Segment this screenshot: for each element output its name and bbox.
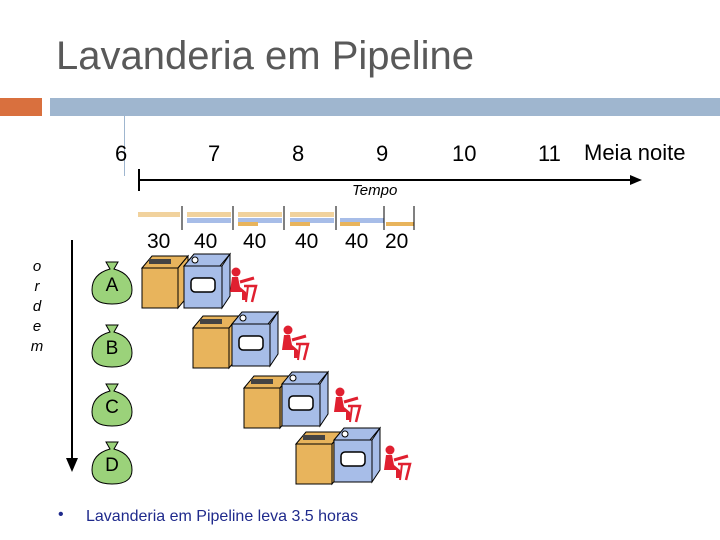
accent-divider [124, 116, 125, 176]
dryer-icon [231, 311, 279, 367]
duration-label: 40 [243, 230, 267, 253]
load-label: B [106, 338, 119, 359]
load-row-b: B [91, 311, 310, 369]
hour-label: 10 [452, 141, 477, 166]
folder-person-icon [332, 386, 362, 424]
folder-person-icon [280, 324, 310, 362]
hour-label: 9 [376, 141, 389, 166]
midnight-label: Meia noite [584, 140, 686, 165]
hour-label: 8 [292, 141, 305, 166]
footer-bullet: • [58, 506, 64, 523]
folder-person-icon [228, 266, 258, 304]
order-letter: d [32, 298, 42, 315]
time-axis [138, 169, 642, 191]
load-row-a: A [91, 253, 258, 309]
load-label: D [105, 455, 119, 476]
order-letter: r [34, 278, 40, 295]
order-letter: o [32, 258, 42, 275]
time-axis-label: Tempo [352, 182, 398, 199]
load-label: C [105, 397, 119, 418]
order-letter: e [32, 318, 42, 335]
folder-person-icon [382, 444, 412, 482]
duration-label: 30 [147, 230, 171, 253]
dryer-icon [183, 253, 231, 309]
hour-label: 7 [208, 141, 221, 166]
order-axis [66, 240, 78, 472]
washer-icon [141, 255, 189, 309]
hour-label: 6 [115, 141, 128, 166]
dryer-icon [333, 427, 381, 483]
hour-label: 11 [538, 141, 561, 166]
duration-label: 40 [194, 230, 218, 253]
accent-bar [50, 98, 720, 116]
load-label: A [106, 275, 119, 296]
dryer-icon [281, 371, 329, 427]
footer-text: Lavanderia em Pipeline leva 3.5 horas [86, 508, 359, 525]
duration-label: 40 [295, 230, 319, 253]
load-row-c: C [91, 371, 362, 429]
accent-block [0, 98, 42, 116]
duration-label: 20 [385, 230, 409, 253]
duration-label: 40 [345, 230, 369, 253]
order-letter: m [30, 338, 44, 355]
timeline-bars [138, 206, 415, 230]
load-row-d: D [91, 427, 412, 485]
slide-title: Lavanderia em Pipeline [56, 34, 475, 78]
